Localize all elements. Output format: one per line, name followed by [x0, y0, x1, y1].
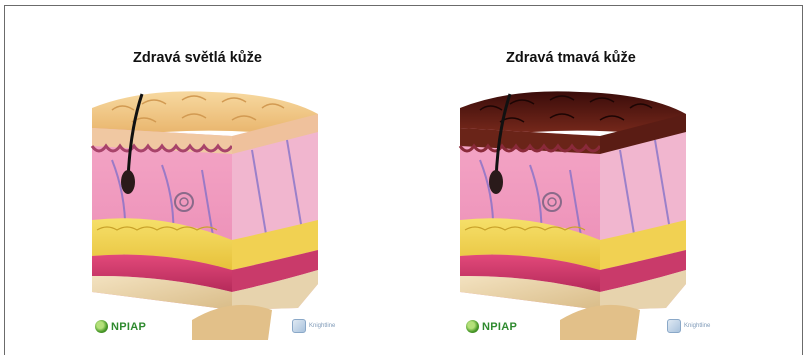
npiap-logo-icon	[95, 320, 108, 333]
npiap-logo-dark: NPIAP	[466, 320, 517, 333]
skin-cross-section-dark	[440, 70, 700, 350]
partner-logo-icon	[292, 319, 306, 333]
skin-cross-section-light	[72, 70, 332, 350]
npiap-logo-light: NPIAP	[95, 320, 146, 333]
partner-logo-dark: Knightline	[667, 319, 710, 333]
npiap-logo-icon	[466, 320, 479, 333]
panel-title-dark: Zdravá tmavá kůže	[506, 50, 636, 66]
npiap-logo-text: NPIAP	[482, 321, 517, 333]
npiap-logo-text: NPIAP	[111, 321, 146, 333]
partner-logo-light: Knightline	[292, 319, 335, 333]
partner-logo-text: Knightline	[309, 323, 335, 330]
partner-logo-text: Knightline	[684, 323, 710, 330]
partner-logo-icon	[667, 319, 681, 333]
panel-title-light: Zdravá světlá kůže	[133, 50, 262, 66]
